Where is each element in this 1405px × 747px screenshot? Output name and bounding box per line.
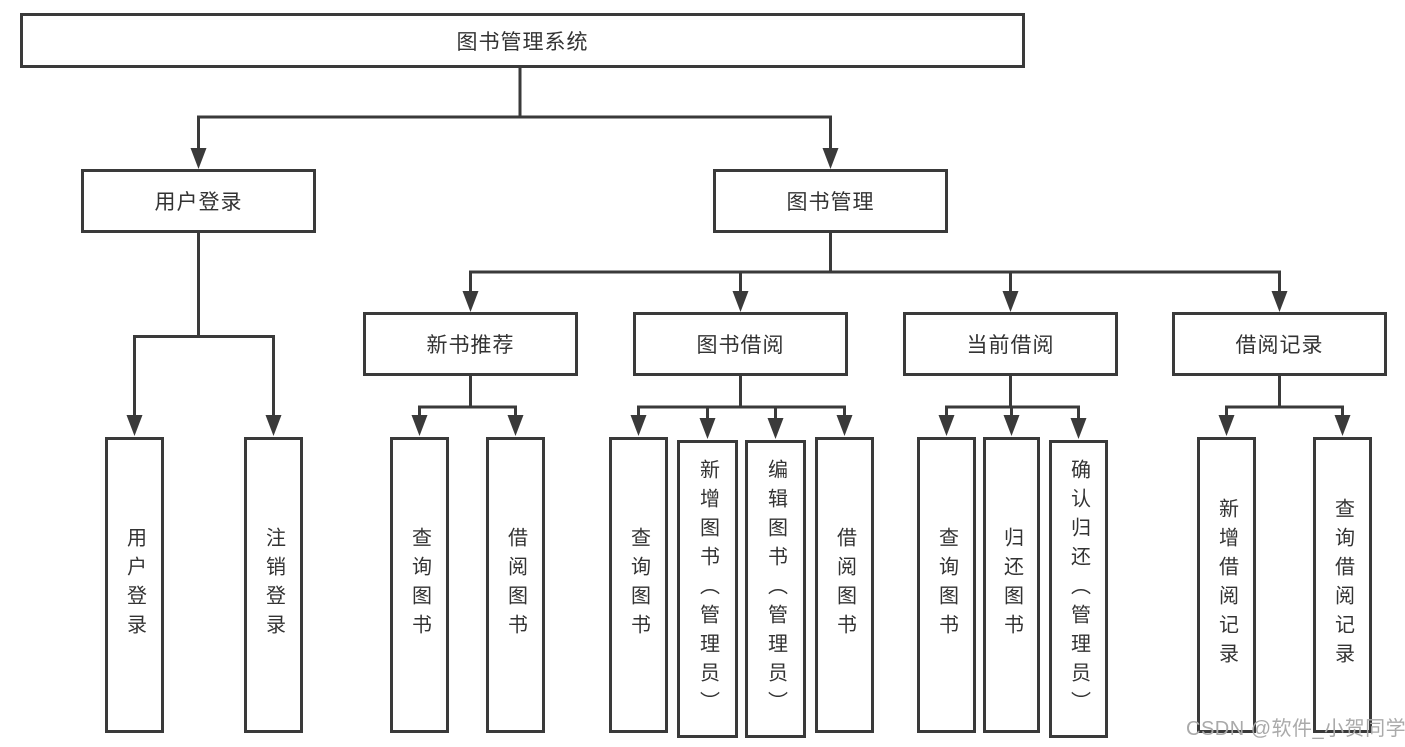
- leaf-records-add-record-label: 新增借阅记录: [1215, 498, 1238, 672]
- leaf-logout: 注销登录: [244, 437, 303, 733]
- node-book-management-label: 图书管理: [786, 191, 875, 214]
- node-root-label: 图书管理系统: [456, 30, 589, 54]
- leaf-recommend-borrow-books-label: 借阅图书: [504, 527, 527, 643]
- leaf-borrow-borrow-books-label: 借阅图书: [833, 527, 856, 643]
- leaf-borrow-add-books-admin-label: 新增图书（管理员）: [696, 458, 719, 720]
- leaf-recommend-borrow-books: 借阅图书: [486, 437, 545, 733]
- leaf-records-add-record: 新增借阅记录: [1197, 437, 1256, 733]
- node-borrow-records: 借阅记录: [1172, 312, 1387, 376]
- leaf-borrow-edit-books-admin-label: 编辑图书（管理员）: [764, 458, 787, 720]
- leaf-current-confirm-return-admin-label: 确认归还（管理员）: [1067, 458, 1090, 720]
- leaf-borrow-edit-books-admin: 编辑图书（管理员）: [745, 440, 806, 738]
- leaf-borrow-query-books-label: 查询图书: [627, 527, 650, 643]
- leaf-borrow-borrow-books: 借阅图书: [815, 437, 874, 733]
- leaf-user-login: 用户登录: [105, 437, 164, 733]
- node-user-login-label: 用户登录: [154, 191, 243, 214]
- node-borrow-records-label: 借阅记录: [1235, 334, 1324, 357]
- node-root: 图书管理系统: [20, 13, 1025, 68]
- node-current-borrowing-label: 当前借阅: [966, 334, 1055, 357]
- leaf-current-return-books: 归还图书: [983, 437, 1040, 733]
- leaf-user-login-label: 用户登录: [123, 527, 146, 643]
- node-current-borrowing: 当前借阅: [903, 312, 1118, 376]
- leaf-logout-label: 注销登录: [262, 527, 285, 643]
- leaf-records-query-record-label: 查询借阅记录: [1331, 498, 1354, 672]
- node-book-management: 图书管理: [713, 169, 948, 233]
- node-new-book-recommend-label: 新书推荐: [426, 334, 515, 357]
- leaf-recommend-query-books-label: 查询图书: [408, 527, 431, 643]
- leaf-current-confirm-return-admin: 确认归还（管理员）: [1049, 440, 1108, 738]
- node-book-borrowing: 图书借阅: [633, 312, 848, 376]
- node-user-login: 用户登录: [81, 169, 316, 233]
- watermark: CSDN @软件_小贺同学: [1186, 718, 1405, 740]
- leaf-current-return-books-label: 归还图书: [1000, 527, 1023, 643]
- leaf-borrow-query-books: 查询图书: [609, 437, 668, 733]
- leaf-borrow-add-books-admin: 新增图书（管理员）: [677, 440, 738, 738]
- leaf-current-query-books-label: 查询图书: [935, 527, 958, 643]
- leaf-recommend-query-books: 查询图书: [390, 437, 449, 733]
- leaf-current-query-books: 查询图书: [917, 437, 976, 733]
- node-book-borrowing-label: 图书借阅: [696, 334, 785, 357]
- leaf-records-query-record: 查询借阅记录: [1313, 437, 1372, 733]
- node-new-book-recommend: 新书推荐: [363, 312, 578, 376]
